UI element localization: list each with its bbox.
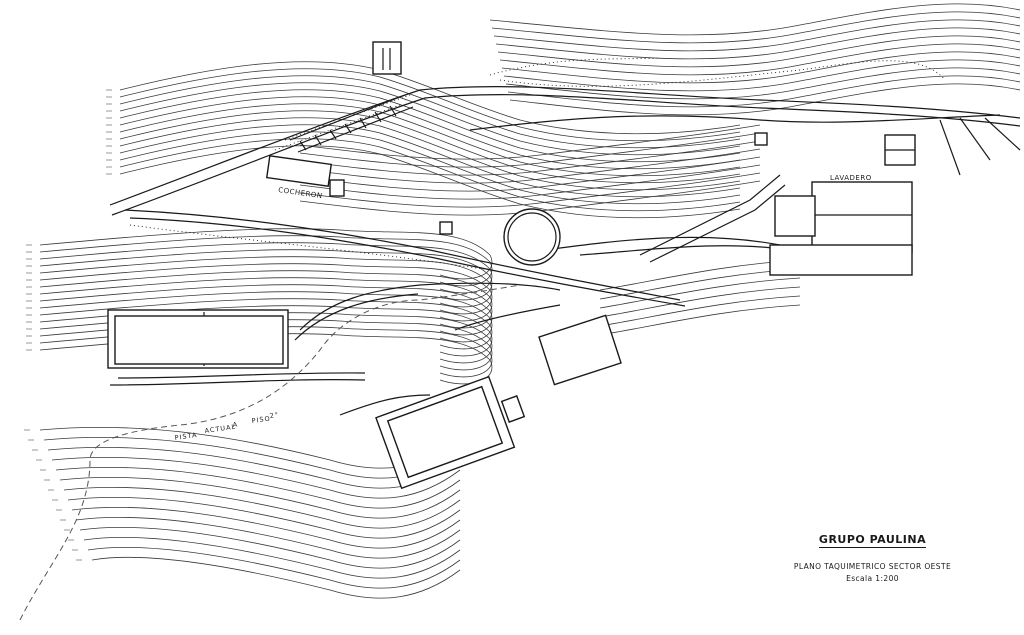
roads [19, 174, 786, 621]
plan-subtitle: PLANO TAQUIMETRICO SECTOR OESTE [793, 562, 952, 571]
plan-scale: Escala 1:200 [846, 574, 899, 583]
embankments [129, 57, 946, 271]
road-label-word: PISO [251, 414, 271, 425]
east-tank [538, 314, 622, 386]
top-small-building [372, 41, 402, 75]
lavadero-label: LAVADERO [830, 174, 872, 182]
lavadero-building [811, 181, 913, 253]
garage-building [265, 155, 333, 187]
buildings [107, 41, 916, 490]
elevation-marks [24, 89, 112, 561]
title-block: GRUPO PAULINA PLANO TAQUIMETRICO SECTOR … [780, 528, 965, 583]
road-label-word: A [232, 420, 239, 429]
turntable [503, 208, 561, 266]
plan-title: GRUPO PAULINA [818, 533, 927, 548]
road-label-word: 2° [269, 411, 279, 420]
contour-lines [39, 3, 1021, 599]
road-label-word: PISTA [174, 431, 198, 442]
rail-tracks [109, 86, 1021, 307]
stair-structure [289, 94, 414, 153]
